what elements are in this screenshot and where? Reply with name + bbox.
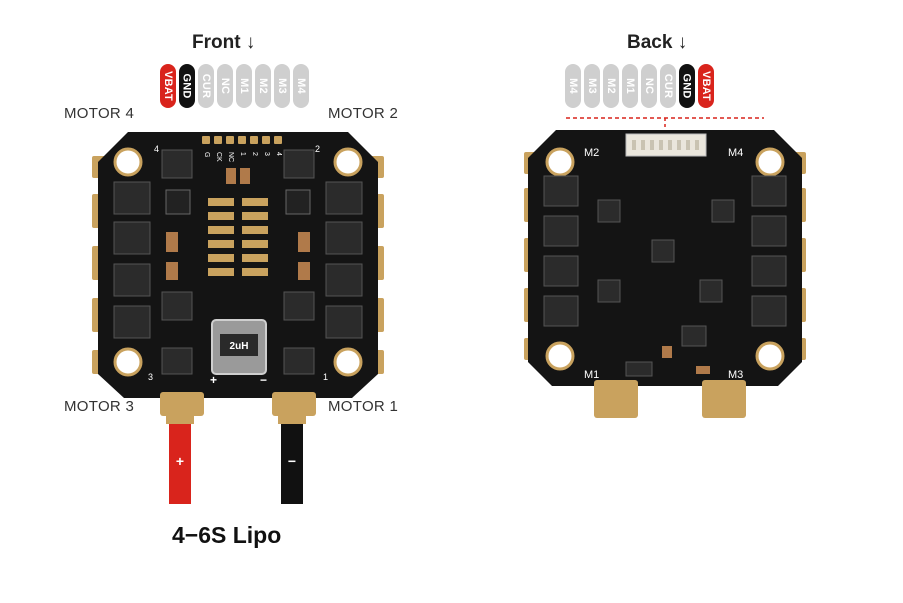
back-jst-connector — [625, 133, 707, 157]
back-pin-label: CUR — [662, 73, 674, 99]
front-pad-label: 1 — [239, 152, 246, 156]
front-pin-label: CUR — [200, 73, 212, 99]
back-power-pad-right — [702, 380, 746, 418]
front-pin-label: GND — [181, 73, 194, 99]
negative-wire: − — [281, 418, 303, 504]
back-power-pad-left — [594, 380, 638, 418]
back-corner-label: M2 — [584, 147, 599, 159]
negative-marking: − — [260, 373, 267, 387]
back-pin-m1: M1 — [622, 64, 638, 108]
motor-4-label: MOTOR 4 — [64, 105, 135, 122]
front-pin-nc: NC — [217, 64, 233, 108]
front-corner-number: 3 — [148, 372, 153, 382]
front-negative-pad — [272, 392, 316, 416]
back-pin-m2: M2 — [603, 64, 619, 108]
front-corner-number: 2 — [315, 144, 320, 154]
back-pin-label: VBAT — [700, 71, 712, 101]
front-pin-label: M1 — [238, 78, 250, 94]
back-corner-label: M3 — [728, 369, 743, 381]
back-esc-board: M2 M4 M1 M3 — [524, 130, 806, 418]
front-pin-m2: M2 — [255, 64, 271, 108]
front-pin-label: NC — [219, 77, 232, 95]
front-heading: Front ↓ — [192, 32, 256, 53]
back-pin-cur: CUR — [660, 64, 676, 108]
back-pinout-legend: M4 M3 M2 M1 NC CUR GND VBAT — [565, 64, 714, 108]
inductor-marking: 2uH — [230, 341, 249, 352]
negative-wire-sign: − — [287, 453, 297, 469]
back-pin-label: NC — [643, 77, 656, 95]
back-pin-label: M3 — [586, 78, 598, 94]
back-pin-label: M4 — [567, 78, 579, 94]
front-pinout-legend: VBAT GND CUR NC M1 M2 M3 M4 — [160, 64, 309, 108]
front-pin-m3: M3 — [274, 64, 290, 108]
front-pin-cur: CUR — [198, 64, 214, 108]
front-pin-label: VBAT — [162, 71, 174, 101]
back-pin-vbat: VBAT — [698, 64, 714, 108]
back-mounting-holes — [545, 147, 785, 371]
battery-label: 4−6S Lipo — [172, 522, 282, 548]
positive-wire: + — [169, 418, 191, 504]
front-signal-pads — [202, 136, 282, 144]
front-pad-label: 3 — [263, 152, 270, 156]
positive-marking: + — [210, 373, 217, 387]
back-pin-label: M2 — [605, 78, 617, 94]
front-shunt-array — [208, 198, 268, 276]
positive-wire-sign: + — [175, 453, 185, 469]
front-pin-vbat: VBAT — [160, 64, 176, 108]
motor-2-label: MOTOR 2 — [328, 105, 399, 122]
front-pad-label: CK — [215, 152, 222, 162]
front-pin-m1: M1 — [236, 64, 252, 108]
back-pin-gnd: GND — [679, 64, 695, 108]
motor-3-label: MOTOR 3 — [64, 398, 135, 415]
motor-1-label: MOTOR 1 — [328, 398, 399, 415]
back-corner-label: M4 — [728, 147, 743, 159]
back-pin-label: M1 — [624, 78, 636, 94]
front-pin-label: M2 — [257, 78, 269, 94]
back-pin-label: GND — [681, 73, 694, 99]
front-mounting-holes — [113, 147, 363, 377]
front-pad-label: G — [203, 152, 210, 157]
front-esc-board: G CK NC 1 2 3 4 2uH — [92, 132, 384, 416]
back-corner-label: M1 — [584, 369, 599, 381]
front-pin-label: M3 — [276, 78, 288, 94]
back-pin-m4: M4 — [565, 64, 581, 108]
front-corner-number: 4 — [154, 144, 159, 154]
front-pin-gnd: GND — [179, 64, 195, 108]
back-pin-nc: NC — [641, 64, 657, 108]
front-pin-m4: M4 — [293, 64, 309, 108]
front-mosfets — [113, 149, 363, 375]
front-positive-pad — [160, 392, 204, 416]
back-pin-m3: M3 — [584, 64, 600, 108]
front-pin-label: M4 — [295, 78, 307, 94]
front-pad-label: 4 — [275, 152, 282, 156]
back-heading: Back ↓ — [627, 32, 688, 53]
front-pad-label: NC — [227, 152, 234, 162]
front-pad-label: 2 — [251, 152, 258, 156]
front-corner-number: 1 — [323, 372, 328, 382]
